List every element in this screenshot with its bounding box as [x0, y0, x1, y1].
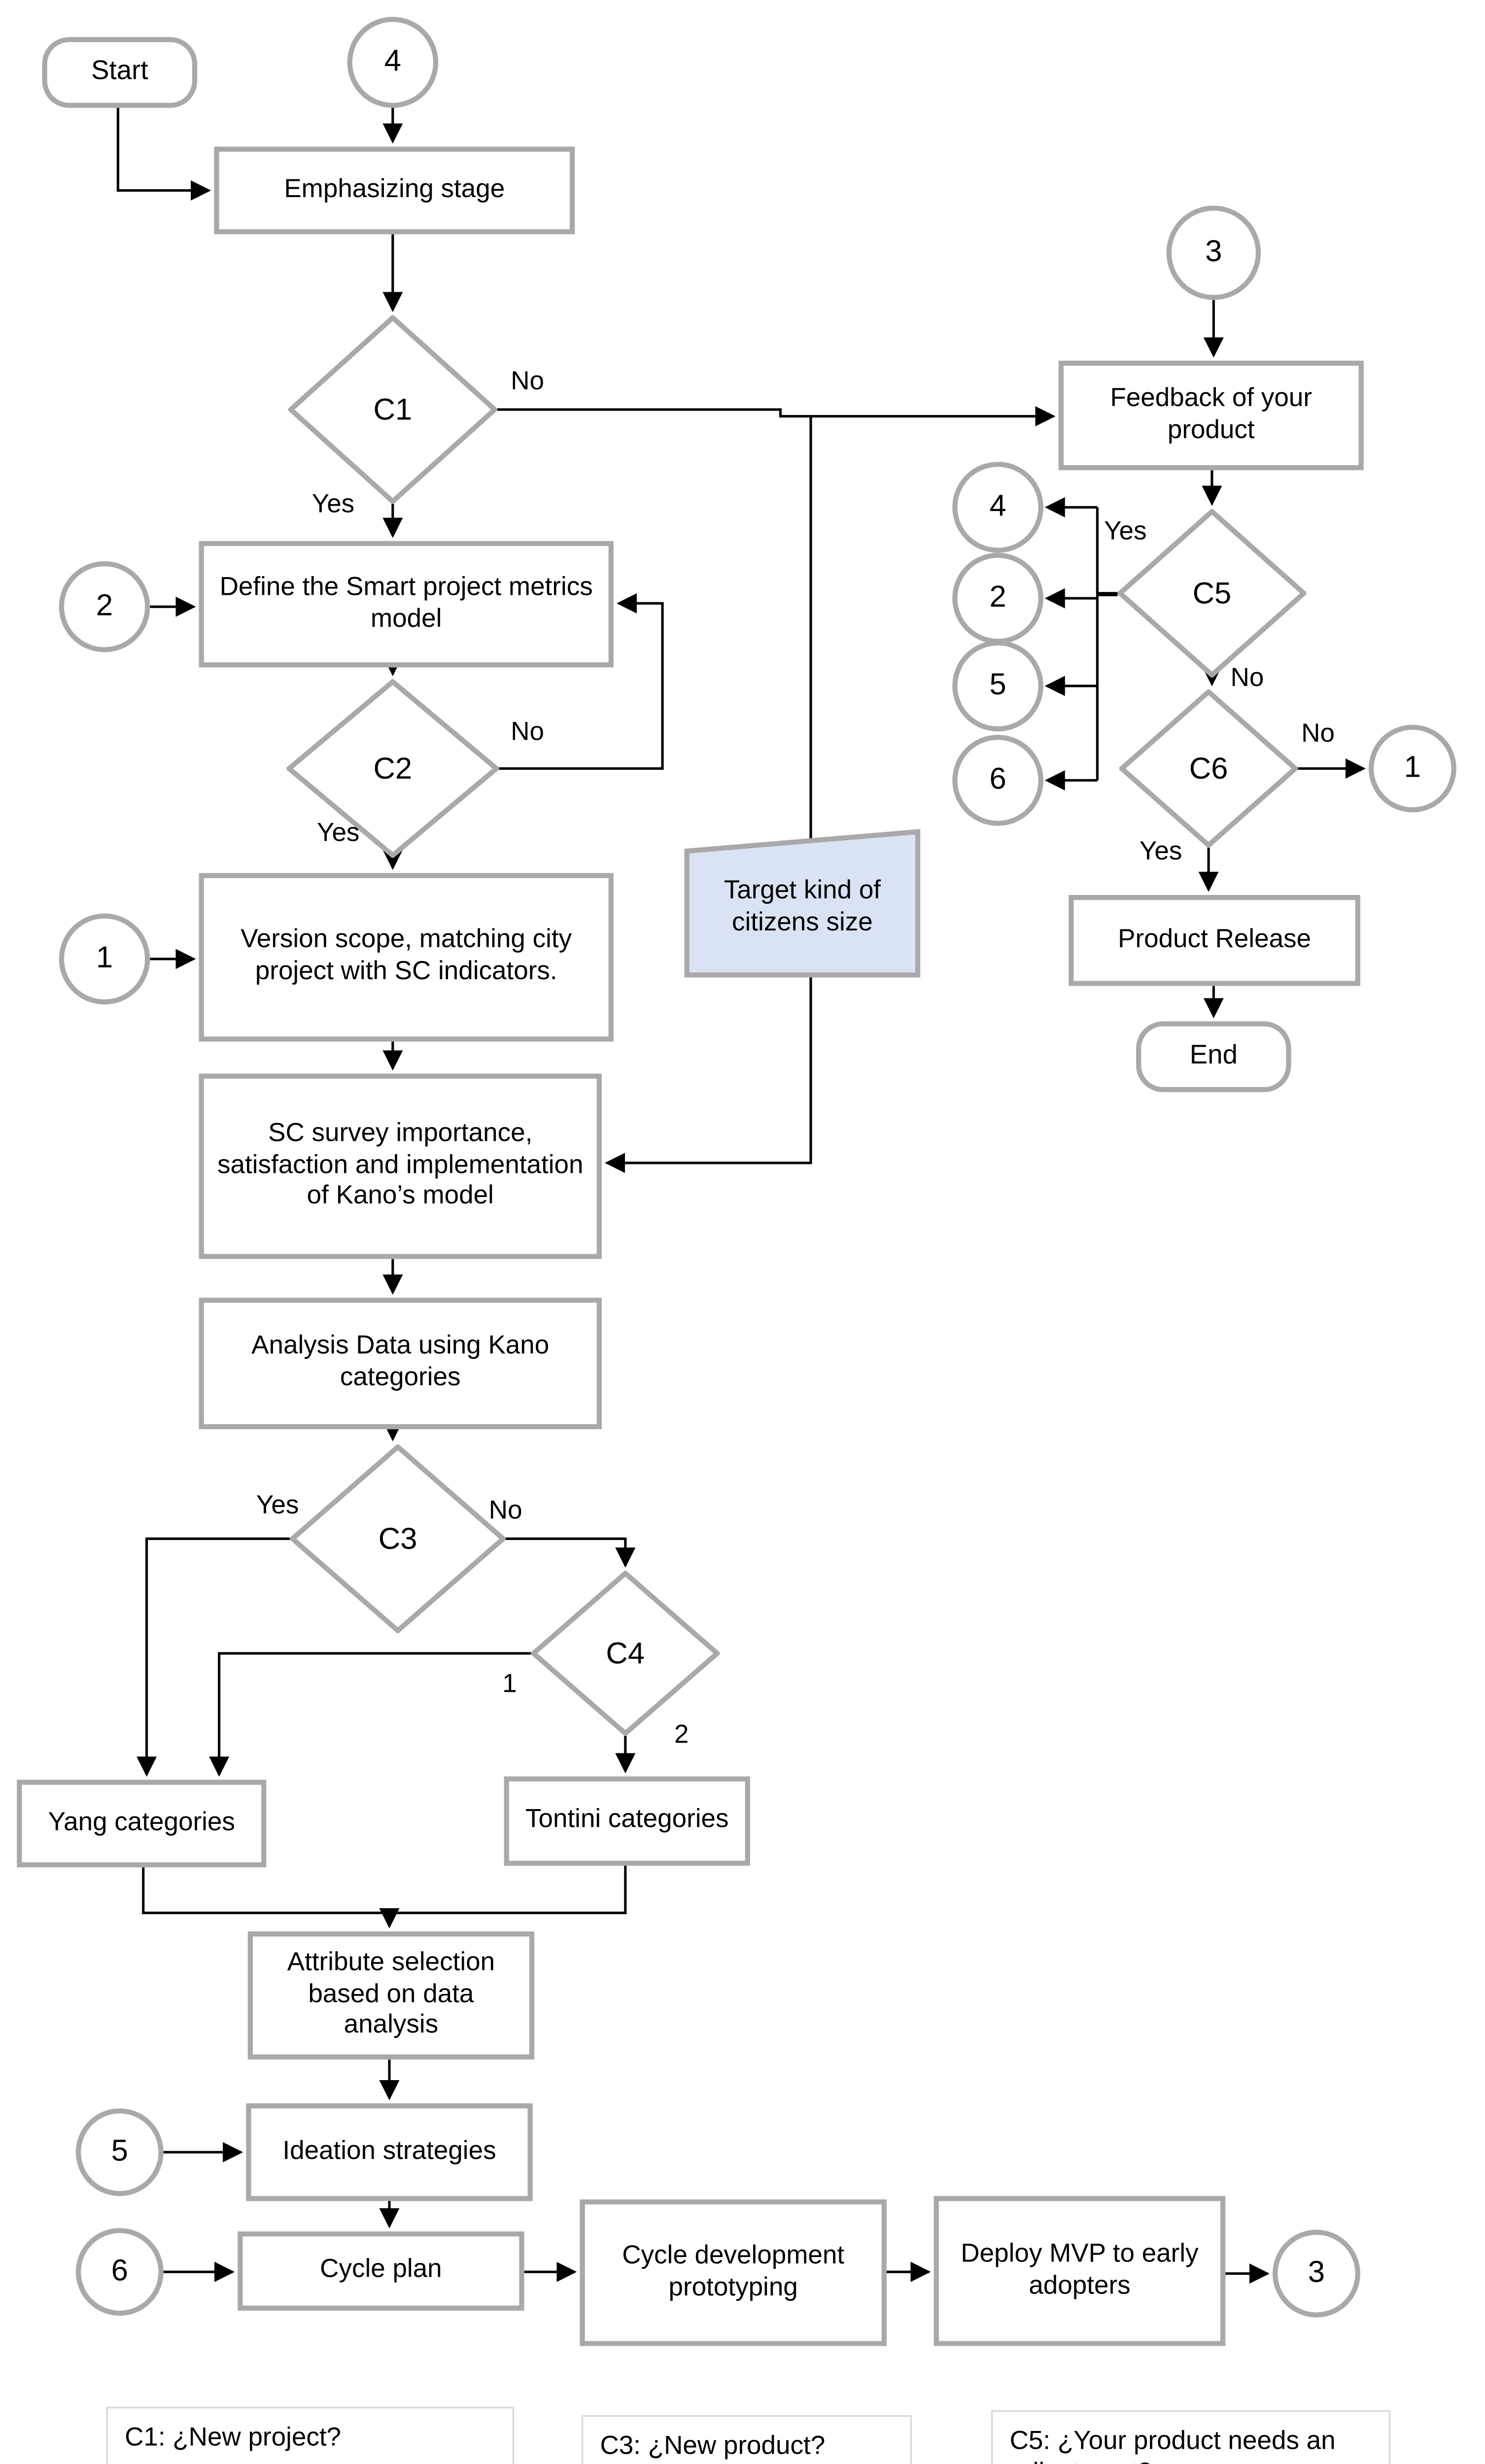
- connector-2-mid: 2: [952, 552, 1043, 644]
- decision-c3: C3: [290, 1444, 506, 1633]
- node-product-release: Product Release: [1069, 895, 1360, 986]
- connector-5-mid: 5: [952, 640, 1043, 732]
- node-end: End: [1136, 1021, 1291, 1093]
- note-c1-c2: C1: ¿New project? C2: The final metrics …: [106, 2406, 515, 2464]
- connector-6-mid: 6: [952, 735, 1043, 826]
- connector-1-right: 1: [1369, 724, 1456, 813]
- node-attribute-selection: Attribute selection based on data analys…: [247, 1931, 535, 2060]
- node-version-scope: Version scope, matching city project wit…: [199, 873, 614, 1042]
- node-define-metrics: Define the Smart project metrics model: [199, 541, 614, 668]
- node-ideation-strategies: Ideation strategies: [246, 2103, 533, 2201]
- decision-c2: C2: [286, 679, 499, 858]
- edge-label-c2-yes: Yes: [316, 819, 360, 848]
- edge-label-c2-no: No: [511, 718, 545, 747]
- node-analysis-kano: Analysis Data using Kano categories: [199, 1298, 602, 1430]
- connector-6-bottom: 6: [75, 2228, 164, 2316]
- node-cycle-development: Cycle development prototyping: [580, 2199, 887, 2346]
- edge-label-c4-1: 1: [502, 1670, 517, 1699]
- edge-label-c5-no: No: [1230, 664, 1264, 693]
- edge-label-c3-yes: Yes: [256, 1491, 299, 1520]
- connector-1-left: 1: [59, 913, 150, 1005]
- node-tontini-categories: Tontini categories: [504, 1776, 750, 1866]
- node-feedback: Feedback of your product: [1058, 360, 1364, 471]
- node-sc-survey: SC survey importance, satisfaction and i…: [199, 1073, 602, 1259]
- node-deploy-mvp: Deploy MVP to early adopters: [933, 2196, 1226, 2346]
- edge-label-c1-no: No: [511, 367, 545, 396]
- node-yang-categories: Yang categories: [17, 1780, 267, 1868]
- connector-2-left: 2: [59, 561, 150, 652]
- connector-3-bottom: 3: [1273, 2229, 1360, 2318]
- edge-label-c3-no: No: [488, 1496, 522, 1526]
- edge-label-c6-yes: Yes: [1139, 837, 1182, 866]
- node-start: Start: [42, 37, 198, 108]
- connector-5-bottom: 5: [75, 2108, 164, 2196]
- connector-3-top: 3: [1166, 205, 1261, 300]
- edge-label-c5-yes: Yes: [1104, 517, 1147, 547]
- connector-4-mid: 4: [952, 462, 1043, 553]
- edge-label-c6-no: No: [1301, 719, 1335, 749]
- note-c5-c6: C5: ¿Your product needs an adjustment? C…: [991, 2410, 1391, 2464]
- node-target-citizens: Target kind of citizens size: [684, 829, 921, 978]
- node-emphasizing-stage: Emphasizing stage: [214, 146, 575, 235]
- edge-label-c4-2: 2: [674, 1720, 689, 1749]
- decision-c1: C1: [288, 315, 497, 504]
- decision-c6: C6: [1119, 689, 1298, 848]
- note-c3-c4: C3: ¿New product? C4: Model choose: [581, 2415, 912, 2464]
- decision-c4: C4: [531, 1571, 720, 1736]
- node-cycle-plan: Cycle plan: [238, 2231, 524, 2311]
- connector-4-top: 4: [347, 17, 439, 108]
- edge-label-c1-yes: Yes: [311, 490, 355, 519]
